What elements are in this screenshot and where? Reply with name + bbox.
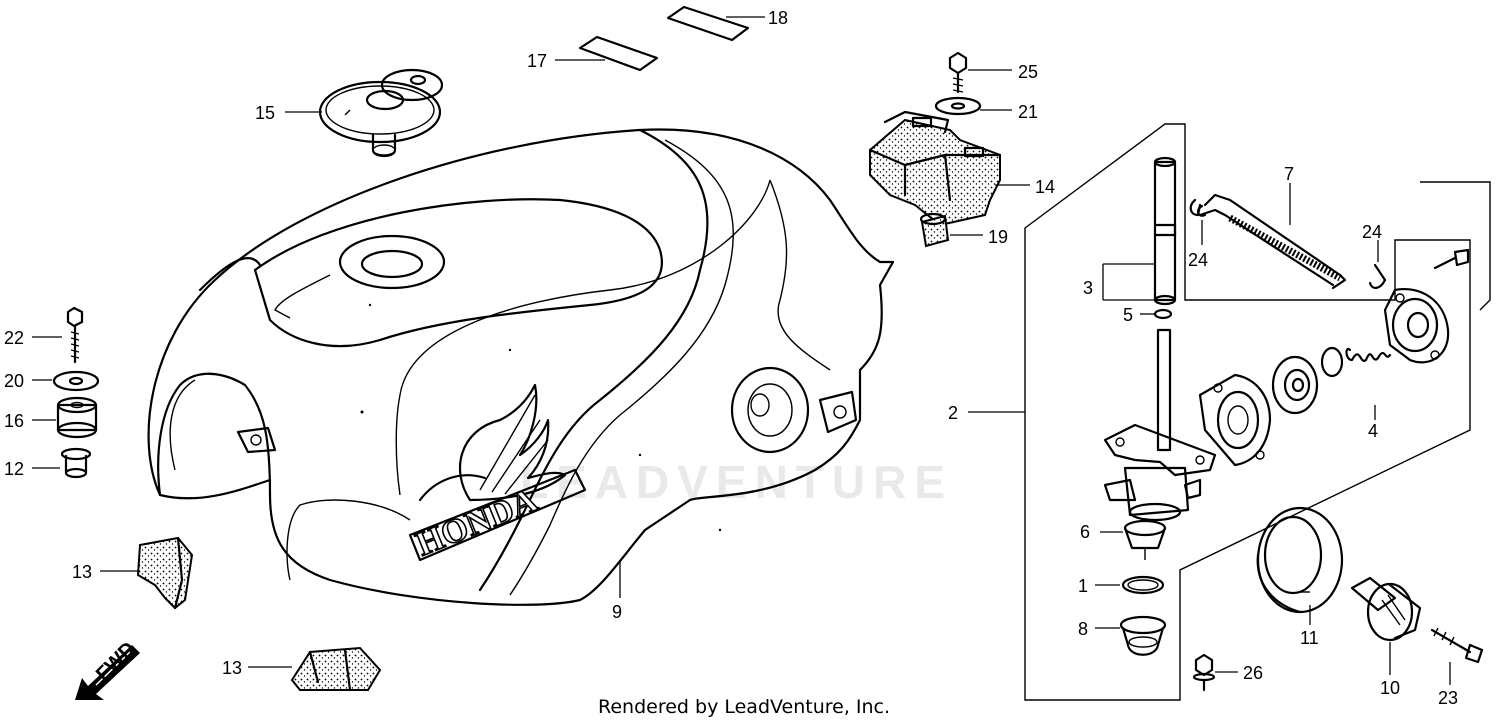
screw-small[interactable] [1433,248,1470,270]
valve-cover[interactable] [1383,287,1450,364]
callout-13b: 13 [222,658,242,678]
callout-8: 8 [1078,619,1088,639]
callout-7: 7 [1284,164,1294,184]
callout-14: 14 [1035,177,1055,197]
washer-20[interactable] [52,370,100,392]
o-ring-1[interactable] [1121,575,1165,595]
callout-9: 9 [612,602,622,622]
callout-24b: 24 [1362,222,1382,242]
cushion-13b[interactable] [290,646,382,692]
bolt-22[interactable] [66,306,84,364]
bolt-25[interactable] [948,51,968,94]
callout-19: 19 [988,227,1008,247]
fuel-tube-7[interactable] [1196,193,1347,290]
spring[interactable] [1320,346,1392,378]
washer-21[interactable] [934,96,982,116]
screw-23[interactable] [1430,627,1484,664]
sticker-17[interactable] [578,35,659,72]
callout-26: 26 [1243,663,1263,683]
cup-8[interactable] [1119,615,1167,656]
callout-11: 11 [1300,628,1319,648]
sticker-18[interactable] [666,5,750,42]
callout-12: 12 [4,459,24,479]
rubber-16[interactable] [56,396,98,439]
setting-rubber-14[interactable] [868,110,1002,227]
callout-1: 1 [1078,576,1088,596]
callout-3: 3 [1083,278,1093,298]
callout-10: 10 [1380,678,1400,698]
valve-body-4[interactable] [1198,373,1272,467]
callout-18: 18 [768,8,788,28]
watermark: LEADVENTURE [520,456,953,508]
o-ring-5[interactable] [1153,308,1173,320]
callout-6: 6 [1080,522,1090,542]
fuel-strainer-3[interactable] [1153,156,1177,306]
callout-21: 21 [1018,102,1038,122]
callout-22: 22 [4,328,24,348]
collar-19[interactable] [919,212,950,248]
callout-15: 15 [255,103,275,123]
fuel-tank[interactable]: HONDA [147,128,895,606]
fwd-label: FWD [92,638,140,686]
fwd-arrow-icon [75,645,140,700]
callout-25: 25 [1018,62,1038,82]
fuel-valve[interactable] [1103,328,1217,522]
lever-cover-11[interactable] [1256,506,1344,614]
footer-credit: Rendered by LeadVenture, Inc. [598,696,890,718]
callout-17: 17 [527,51,547,71]
callout-5: 5 [1123,305,1133,325]
callout-13a: 13 [72,562,92,582]
collar-12[interactable] [60,447,92,479]
leader-lines [32,16,1451,685]
callout-16: 16 [4,411,24,431]
filter-cup-6[interactable] [1123,519,1167,560]
lever-10[interactable] [1350,576,1422,642]
assembly-bracket-2 [1024,123,1471,701]
diaphragm[interactable] [1271,355,1319,415]
bolt-26[interactable] [1192,653,1216,692]
fuel-cap[interactable] [318,68,444,158]
callout-24a: 24 [1188,250,1208,270]
clip-24a[interactable] [1189,198,1202,217]
callout-2: 2 [948,403,958,423]
callout-4: 4 [1368,421,1378,441]
assembly-bracket-4 [1420,181,1491,311]
clip-24b[interactable] [1368,263,1387,289]
cushion-13a[interactable] [136,536,194,610]
callout-23: 23 [1438,688,1458,708]
callout-20: 20 [4,371,24,391]
brand-badge: HONDA [411,482,543,564]
